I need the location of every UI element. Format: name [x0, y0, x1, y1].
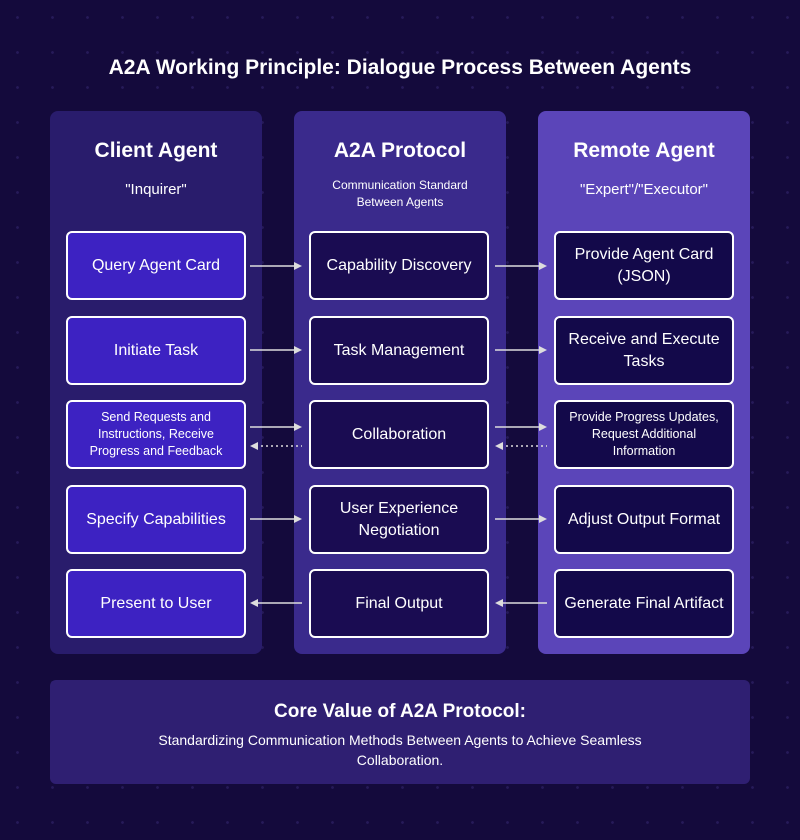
arrow-right-icon — [250, 423, 302, 431]
column-subtitle: "Inquirer" — [125, 181, 187, 198]
remote-step-box: Receive and Execute Tasks — [554, 316, 734, 385]
core-value-heading: Core Value of A2A Protocol: — [274, 701, 526, 722]
arrow-right-icon — [495, 262, 547, 270]
column-heading: Client Agent — [94, 139, 218, 162]
arrow-right-icon — [250, 515, 302, 523]
protocol-step-box: User Experience Negotiation — [309, 485, 489, 554]
client-step-box: Present to User — [66, 569, 246, 638]
remote-step-box: Adjust Output Format — [554, 485, 734, 554]
dotted-arrow-left-icon — [495, 442, 547, 450]
client-step-box: Query Agent Card — [66, 231, 246, 300]
dotted-arrow-left-icon — [250, 442, 302, 450]
arrow-right-icon — [250, 346, 302, 354]
client-step-box: Send Requests and Instructions, Receive … — [66, 400, 246, 469]
protocol-step-box: Task Management — [309, 316, 489, 385]
remote-step-box: Provide Progress Updates, Request Additi… — [554, 400, 734, 469]
arrow-right-icon — [250, 262, 302, 270]
diagram-title: A2A Working Principle: Dialogue Process … — [108, 56, 692, 79]
core-value-text: Standardizing Communication Methods Betw… — [158, 732, 642, 768]
arrow-left-icon — [495, 599, 547, 607]
arrow-right-icon — [495, 346, 547, 354]
arrow-left-icon — [250, 599, 302, 607]
protocol-step-box: Final Output — [309, 569, 489, 638]
remote-step-box: Provide Agent Card (JSON) — [554, 231, 734, 300]
protocol-step-box: Collaboration — [309, 400, 489, 469]
column-heading: A2A Protocol — [333, 139, 467, 162]
remote-step-box: Generate Final Artifact — [554, 569, 734, 638]
column-heading: Remote Agent — [573, 139, 715, 162]
arrow-right-icon — [495, 423, 547, 431]
column-subtitle: "Expert"/"Executor" — [579, 181, 708, 198]
arrow-right-icon — [495, 515, 547, 523]
client-step-box: Specify Capabilities — [66, 485, 246, 554]
core-value-panel: Core Value of A2A Protocol: Standardizin… — [50, 680, 750, 784]
protocol-step-box: Capability Discovery — [309, 231, 489, 300]
client-step-box: Initiate Task — [66, 316, 246, 385]
column-subtitle: Communication Standard Between Agents — [332, 178, 468, 209]
